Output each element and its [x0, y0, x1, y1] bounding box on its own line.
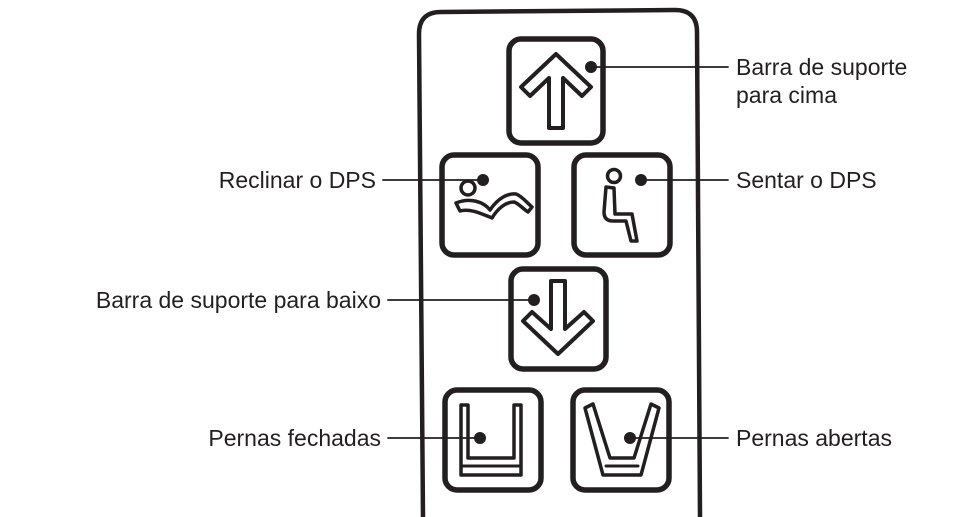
- label-support-bar-down: Barra de suporte para baixo: [95, 287, 381, 313]
- label-recline: Reclinar o DPS: [218, 167, 376, 193]
- legs-closed-button[interactable]: [442, 387, 544, 493]
- leader-dot-recline: [477, 174, 489, 186]
- leader-dot-sit: [635, 174, 647, 186]
- label-legs-closed: Pernas fechadas: [208, 425, 381, 451]
- label-support-bar-up-line-2: para cima: [736, 82, 837, 108]
- remote-body-outline: [416, 7, 703, 517]
- leader-dots: [474, 61, 647, 444]
- legs-closed-icon: [459, 403, 523, 477]
- arrow-up-icon: [519, 52, 593, 130]
- recline-button[interactable]: [439, 152, 541, 258]
- support-bar-up-button[interactable]: [506, 36, 606, 146]
- label-sit: Sentar o DPS: [736, 167, 877, 193]
- leader-dot-legs-closed: [474, 432, 486, 444]
- support-bar-down-button[interactable]: [508, 266, 609, 372]
- seated-figure-icon: [602, 167, 639, 243]
- label-legs-open: Pernas abertas: [736, 425, 892, 451]
- legs-open-icon: [583, 402, 661, 477]
- label-support-bar-up-line-1: Barra de suporte: [736, 54, 908, 80]
- leader-dot-legs-open: [624, 432, 636, 444]
- leader-dot-support-bar-down: [528, 294, 540, 306]
- recline-figure-icon: [454, 179, 534, 220]
- legs-open-button[interactable]: [570, 387, 672, 493]
- sit-button[interactable]: [571, 152, 673, 258]
- label-support-bar-up: Barra de suporte para cima: [736, 53, 907, 109]
- leader-dot-support-bar-up: [585, 61, 597, 73]
- arrow-down-icon: [521, 279, 595, 356]
- leader-lines: [382, 66, 729, 439]
